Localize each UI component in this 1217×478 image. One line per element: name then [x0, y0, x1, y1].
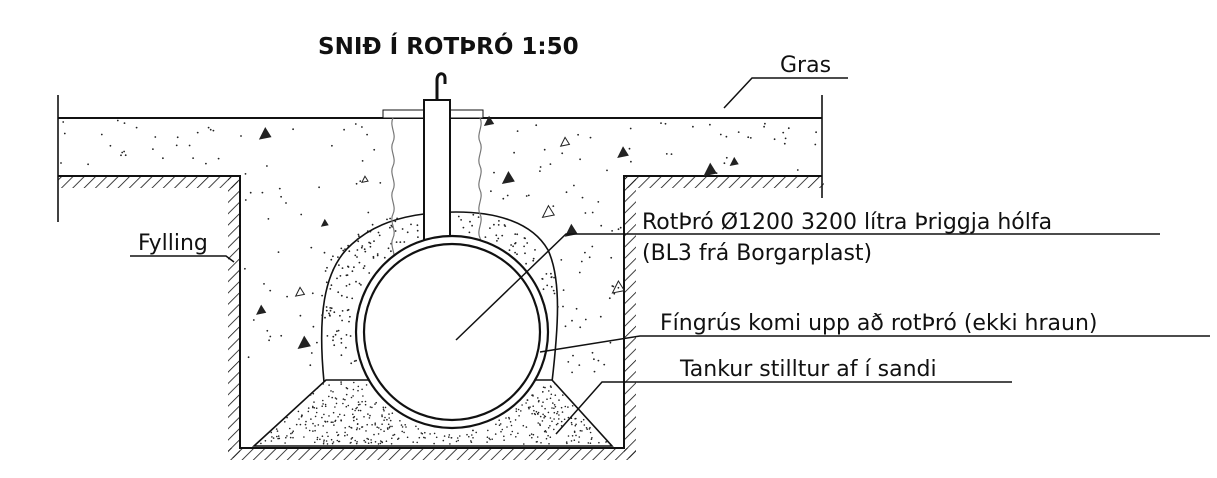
- backfill-texture: [60, 115, 817, 374]
- trench-outline: [58, 175, 822, 449]
- label-tank-line1: RotÞró Ø1200 3200 lítra Þriggja hólfa: [642, 210, 1052, 235]
- label-fingrus: Fíngrús komi upp að rotÞró (ekki hraun): [660, 311, 1098, 336]
- label-sandur: Tankur stilltur af í sandi: [679, 357, 937, 382]
- soil-hatching: [58, 176, 824, 460]
- fine-gravel-dots: [321, 213, 559, 365]
- label-fylling: Fylling: [138, 231, 208, 256]
- leader-lines: [130, 77, 1210, 435]
- tank-body: [354, 234, 550, 430]
- label-tank-line2: (BL3 frá Borgarplast): [642, 241, 872, 266]
- label-gras: Gras: [780, 53, 831, 78]
- sand-dots: [260, 381, 608, 445]
- drawing-title: SNIÐ Í ROTÞRÓ 1:50: [318, 32, 579, 60]
- riser-pipe: [423, 72, 451, 260]
